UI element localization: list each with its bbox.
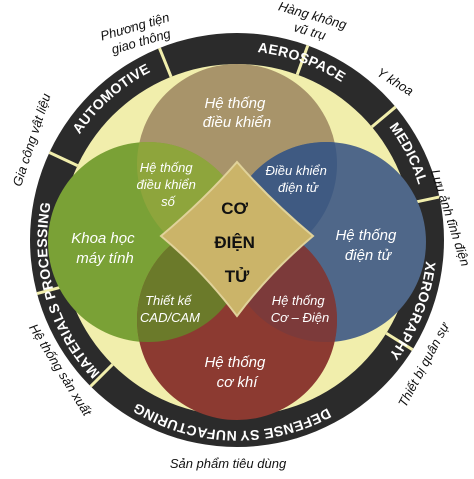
ring-separator (385, 331, 414, 351)
label-mechanical: Hệ thống cơ khí (204, 354, 269, 391)
center-shape (159, 160, 315, 318)
ring-separator (370, 105, 397, 129)
label-electronic: Hệ thống điện tử (335, 227, 400, 264)
ring-separators (36, 44, 440, 388)
label-electromechanical: Hệ thống Cơ – Điện (271, 293, 329, 325)
label-cad-cam: Thiết kế CAD/CAM (140, 293, 200, 325)
ring-separator (48, 151, 79, 167)
ring-separator (89, 363, 114, 388)
center-title: CƠ ĐIỆN TỬ (214, 199, 259, 286)
label-computer: Khoa học máy tính (71, 230, 139, 267)
ring-separator (295, 44, 310, 76)
outer-label-consumer: Sản phẩm tiêu dùng (170, 456, 287, 471)
label-digital-control: Hệ thống điều khiển số (137, 160, 200, 209)
label-control: Hệ thống điều khiển (203, 95, 271, 131)
label-electronic-control: Điều khiển điện tử (265, 163, 330, 195)
ring-separator (158, 47, 173, 78)
